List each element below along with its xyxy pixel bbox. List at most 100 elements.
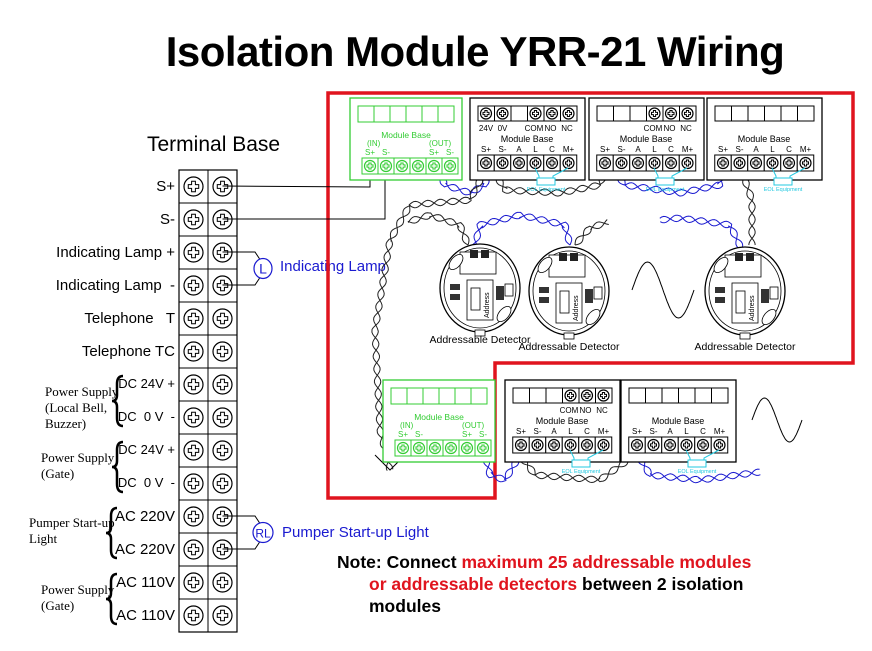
address-switch xyxy=(466,279,494,321)
terminal-label: M+ xyxy=(563,145,575,154)
eol-resistor-icon xyxy=(687,459,707,468)
screw-terminal-icon xyxy=(597,438,610,452)
module-title: Module Base xyxy=(738,134,791,144)
screw-terminal-icon xyxy=(212,440,233,461)
screw-terminal-icon xyxy=(547,438,561,452)
terminal-label: S- xyxy=(499,145,507,154)
screw-terminal-icon xyxy=(412,441,426,455)
modules: Module Base(IN)(OUT)S+S-S+S-Module Base(… xyxy=(349,97,823,475)
twisted-pair-wire xyxy=(472,211,573,246)
screw-terminal-icon xyxy=(648,156,661,170)
terminal-label: S- xyxy=(446,148,454,157)
address-label: Address xyxy=(749,295,756,321)
screw-terminal-icon xyxy=(183,242,204,263)
screw-terminal-icon xyxy=(212,308,233,329)
screw-terminal-icon xyxy=(396,441,410,455)
relay-label: NO xyxy=(580,406,592,415)
eol-label: EOL Equipment xyxy=(527,187,566,193)
screw-terminal-icon xyxy=(212,407,233,428)
screw-terminal-icon xyxy=(716,156,730,170)
eol-label: EOL Equipment xyxy=(764,187,803,193)
terminal-row-label: AC 220V xyxy=(114,508,175,525)
terminal-row-label: Indicating Lamp - xyxy=(55,277,175,294)
screw-terminal-icon xyxy=(564,438,577,452)
screw-terminal-icon xyxy=(545,156,559,170)
terminal-label: C xyxy=(700,427,706,436)
relay-label: NO xyxy=(545,124,557,133)
twisted-pair-wire xyxy=(407,212,470,246)
screw-terminal-icon xyxy=(496,156,509,170)
twisted-pair-wire xyxy=(574,219,609,246)
screw-terminal-icon xyxy=(411,159,425,173)
relay-label: NC xyxy=(596,406,608,415)
screw-terminal-icon xyxy=(183,572,204,593)
screw-terminal-icon xyxy=(212,374,233,395)
terminal-label: S- xyxy=(534,427,542,436)
screw-terminal-icon xyxy=(212,242,233,263)
address-switch xyxy=(731,282,759,324)
terminal-label: S+ xyxy=(481,145,491,154)
terminal-label: C xyxy=(584,427,590,436)
eol-label: EOL Equipment xyxy=(562,469,601,475)
screw-terminal-icon xyxy=(427,159,441,173)
terminal-label: A xyxy=(551,427,557,436)
screw-terminal-icon xyxy=(212,275,233,296)
out-label: (OUT) xyxy=(462,421,485,430)
detector-label: Addressable Detector xyxy=(695,341,796,353)
screw-terminal-icon xyxy=(514,438,528,452)
terminal-label: A xyxy=(753,145,759,154)
terminal-label: S+ xyxy=(365,148,375,157)
power-label: 24V xyxy=(479,124,494,133)
screw-terminal-icon xyxy=(183,374,204,395)
screw-terminal-icon xyxy=(212,539,233,560)
continuation-wave-icon xyxy=(631,261,695,319)
screw-terminal-icon xyxy=(766,156,779,170)
group-label-gate-dc: Power Supply (Gate) xyxy=(41,450,115,481)
screw-terminal-icon xyxy=(647,438,660,452)
lamp-symbol-text: RL xyxy=(255,527,271,541)
in-label: (IN) xyxy=(367,139,381,148)
module-title: Module Base xyxy=(652,416,705,426)
twisted-pair-wire xyxy=(609,164,731,197)
screw-terminal-icon xyxy=(664,156,678,170)
screw-terminal-icon xyxy=(212,572,233,593)
relay-label: NO xyxy=(664,124,676,133)
terminal-row-label: Telephone TC xyxy=(81,343,175,360)
indicating-lamp-label: Indicating Lamp xyxy=(280,258,386,275)
group-label-gate-ac: Power Supply (Gate) xyxy=(41,582,115,613)
screw-terminal-icon xyxy=(443,159,457,173)
twisted-pair-wire xyxy=(738,164,756,246)
twisted-pair-wire xyxy=(482,453,522,483)
screw-terminal-icon xyxy=(680,438,693,452)
screw-terminal-icon xyxy=(183,539,204,560)
screw-terminal-icon xyxy=(799,156,812,170)
terminal-label: S+ xyxy=(398,430,408,439)
screw-terminal-icon xyxy=(183,308,204,329)
module-title: Module Base xyxy=(414,412,464,422)
detector-label: Addressable Detector xyxy=(519,341,620,353)
screw-terminal-icon xyxy=(183,176,204,197)
screw-terminal-icon xyxy=(648,107,661,120)
screw-terminal-icon xyxy=(663,438,677,452)
screw-terminal-icon xyxy=(664,107,678,120)
screw-terminal-icon xyxy=(749,156,763,170)
terminal-row-label: AC 220V xyxy=(114,541,175,558)
relay-label: NC xyxy=(680,124,692,133)
screw-terminal-icon xyxy=(183,473,204,494)
in-label: (IN) xyxy=(400,421,414,430)
relay-label: COM xyxy=(644,124,663,133)
terminal-label: S- xyxy=(415,430,423,439)
terminal-label: S+ xyxy=(632,427,642,436)
terminal-label: C xyxy=(786,145,792,154)
module-title: Module Base xyxy=(536,416,589,426)
screw-terminal-icon xyxy=(395,159,409,173)
module-title: Module Base xyxy=(620,134,673,144)
module-title: Module Base xyxy=(381,130,431,140)
screw-terminal-icon xyxy=(460,441,474,455)
terminal-row-label: DC 0 V - xyxy=(117,409,175,424)
screw-terminal-icon xyxy=(597,389,610,402)
screw-terminal-icon xyxy=(183,275,204,296)
